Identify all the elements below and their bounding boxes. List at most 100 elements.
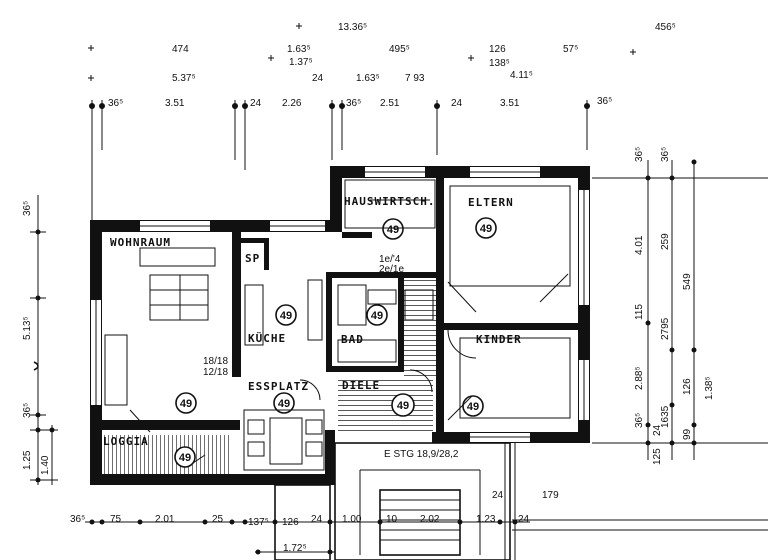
dim-bottom: 1.23 — [476, 514, 496, 525]
dim-left: 1.25 — [22, 450, 33, 470]
room-label-sp: SP — [245, 252, 260, 265]
dim-left: 5.13⁵ — [22, 316, 33, 340]
dim-right: 259 — [660, 233, 671, 250]
room-label-diele: DIELE — [342, 379, 380, 392]
room-label-wohnraum: WOHNRAUM — [110, 236, 171, 249]
dim-top: 126 — [489, 44, 506, 55]
dim-right: 2795 — [660, 317, 671, 340]
dim-right: 36⁵ — [634, 147, 645, 162]
bad-note: 1e/'4 — [379, 254, 401, 265]
dim-top: 3.51 — [165, 98, 185, 109]
door-note: 12/18 — [203, 367, 228, 378]
hatched-areas — [100, 280, 436, 475]
dim-top: 36⁵ — [108, 98, 123, 109]
dim-top: 36⁵ — [597, 96, 612, 107]
dim-bottom: 1.72⁵ — [283, 543, 307, 554]
dim-bottom: 25 — [212, 514, 224, 525]
dim-bottom: 1.00 — [342, 514, 362, 525]
room-marker: 49 — [382, 218, 404, 240]
svg-text:49: 49 — [467, 401, 479, 413]
room-marker: 49 — [275, 304, 297, 326]
dim-top: 138⁵ — [489, 58, 510, 69]
dim-bottom: 10 — [386, 514, 398, 525]
dim-top: 24 — [250, 98, 262, 109]
dim-bottom: 24 — [492, 490, 504, 501]
dim-right: 549 — [682, 273, 693, 290]
dim-right: 125 — [652, 448, 663, 465]
room-label-hauswirtschaft: HAUSWIRTSCH.R — [344, 195, 443, 208]
svg-text:49: 49 — [397, 400, 409, 412]
bad-note: 2e/1e — [379, 264, 404, 275]
dim-top: 57⁵ — [563, 44, 578, 55]
room-marker: 49 — [174, 446, 196, 468]
dim-right: 4.01 — [634, 235, 645, 255]
dim-top: 7 93 — [405, 73, 425, 84]
interior-walls — [232, 178, 580, 433]
dim-bottom: 24 — [311, 514, 323, 525]
dim-right: 1.38⁵ — [704, 376, 715, 400]
dim-top: 2.26 — [282, 98, 302, 109]
room-labels: WOHNRAUM HAUSWIRTSCH.R ELTERN KINDER KÜC… — [103, 195, 522, 460]
room-label-bad: BAD — [341, 333, 364, 346]
dim-right: 126 — [682, 378, 693, 395]
svg-text:49: 49 — [371, 310, 383, 322]
furniture — [104, 179, 571, 471]
room-marker: 49 — [175, 392, 197, 414]
dim-top: 1.63⁵ — [287, 44, 311, 55]
room-label-eltern: ELTERN — [468, 196, 514, 209]
room-label-kinder: KINDER — [476, 333, 522, 346]
room-marker: 49 — [366, 304, 388, 326]
dim-bottom: 126 — [282, 517, 299, 528]
bottom-dimensions: 36⁵ 75 2.01 25 137⁵ 126 24 1.00 10 2.02 … — [70, 490, 559, 555]
dim-top: 24 — [451, 98, 463, 109]
dim-bottom: 179 — [542, 490, 559, 501]
dim-bottom: 36⁵ — [70, 514, 85, 525]
svg-text:49: 49 — [179, 452, 191, 464]
dim-bottom: 137⁵ — [248, 517, 269, 528]
svg-text:49: 49 — [180, 398, 192, 410]
door-note: 18/18 — [203, 356, 228, 367]
dim-left: 36⁵ — [22, 403, 33, 418]
dim-top: 3.51 — [500, 98, 520, 109]
svg-text:49: 49 — [278, 398, 290, 410]
dim-right: 36⁵ — [660, 147, 671, 162]
dim-left: 36⁵ — [22, 201, 33, 216]
dim-right: 1635 — [660, 405, 671, 428]
dim-right: 36⁵ — [634, 413, 645, 428]
room-label-essplatz: ESSPLATZ — [248, 380, 309, 393]
dim-top: 24 — [312, 73, 324, 84]
room-marker: 49 — [462, 395, 484, 417]
dim-right: 115 — [634, 304, 645, 320]
svg-text:49: 49 — [387, 224, 399, 236]
dim-bottom: 2.02 — [420, 514, 440, 525]
stairwell — [274, 442, 768, 560]
svg-text:49: 49 — [280, 310, 292, 322]
dim-top: 1.37⁵ — [289, 57, 313, 68]
dim-bottom: 2.01 — [155, 514, 175, 525]
dim-bottom: 75 — [110, 514, 122, 525]
north-arrow-icon — [33, 361, 39, 371]
room-label-loggia: LOGGIA — [103, 435, 149, 448]
dim-top: 474 — [172, 44, 189, 55]
dim-top: 1.63⁵ — [356, 73, 380, 84]
stair-label: E STG 18,9/28,2 — [384, 449, 459, 460]
dim-left: 1.40 — [40, 455, 51, 475]
svg-text:49: 49 — [480, 223, 492, 235]
dim-top: 2.51 — [380, 98, 400, 109]
dim-top: 36⁵ — [346, 98, 361, 109]
room-label-kueche: KÜCHE — [248, 331, 286, 345]
room-marker: 49 — [273, 392, 295, 414]
dim-bottom: 24 — [518, 514, 530, 525]
dim-right: 2.88⁵ — [634, 366, 645, 390]
room-marker: 49 — [391, 393, 415, 417]
dim-top: 5.37⁵ — [172, 73, 196, 84]
top-dimensions: 13.36⁵ 456⁵ 1.63⁵ 495⁵ 126 57⁵ 1.37⁵ 138… — [88, 22, 676, 220]
dim-top-right: 456⁵ — [655, 22, 676, 33]
right-dimensions: 36⁵ 36⁵ 4.01 259 549 115 2795 2.88⁵ 126 … — [592, 147, 768, 465]
room-markers: 49 49 49 49 49 49 49 49 49 — [174, 217, 497, 468]
room-marker: 49 — [475, 217, 497, 239]
dim-right: 99 — [682, 428, 693, 440]
dim-top: 4.11⁵ — [510, 70, 533, 81]
